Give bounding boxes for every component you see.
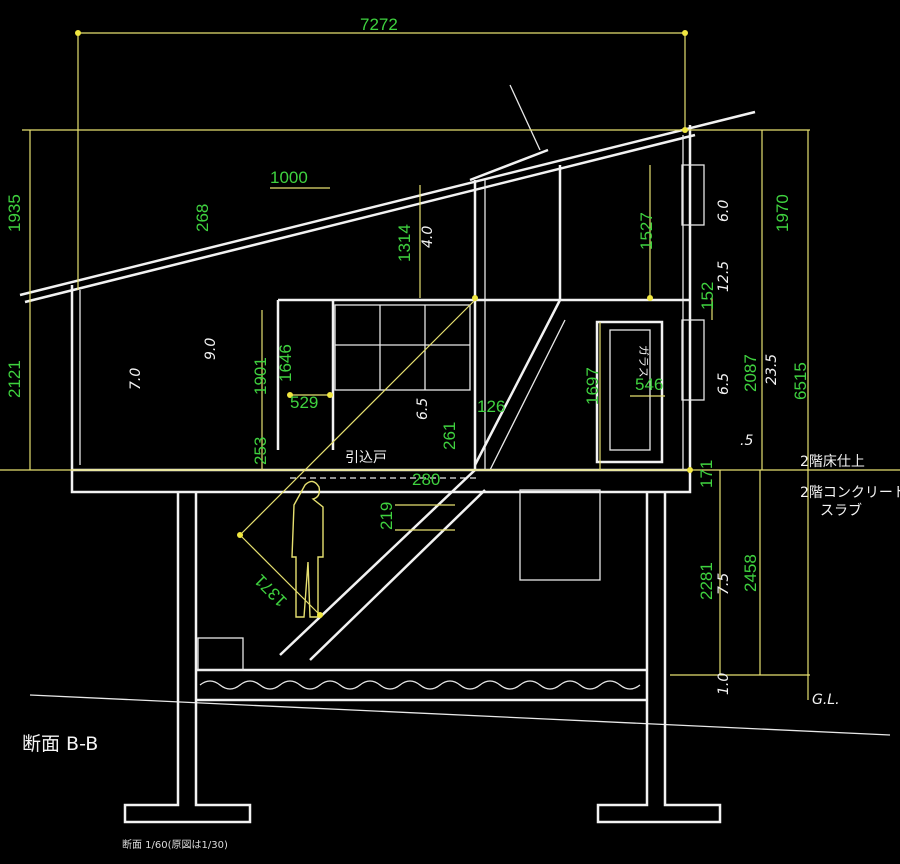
floor-slab bbox=[70, 470, 692, 494]
glass-note: ガラス bbox=[637, 345, 650, 378]
dim-label: 2458 bbox=[741, 554, 760, 592]
note: 7.0 bbox=[128, 368, 144, 390]
section-title: 断面 B-B bbox=[22, 733, 98, 755]
handwritten-notes: 7.0 9.0 4.0 6.5 6.0 12.5 6.5 23.5 .5 7.5… bbox=[128, 200, 840, 708]
note: 12.5 bbox=[716, 261, 732, 292]
dim-label: 1970 bbox=[773, 194, 792, 232]
note: 7.5 bbox=[716, 573, 732, 595]
floor-finish-label: 2階床仕上 bbox=[800, 454, 865, 470]
person-figure bbox=[291, 480, 324, 618]
dim-label: 1697 bbox=[583, 367, 602, 405]
dim-overall-width: 7272 bbox=[360, 15, 398, 34]
note: 9.0 bbox=[203, 338, 219, 360]
dim-label: 1646 bbox=[276, 344, 295, 382]
dim-label: 1901 bbox=[251, 357, 270, 395]
note: 6.5 bbox=[415, 398, 431, 420]
dim-label: 1371 bbox=[251, 570, 291, 610]
note: .5 bbox=[740, 433, 753, 449]
note: 23.5 bbox=[764, 354, 780, 385]
scale-caption: 断面 1/60(原図は1/30) bbox=[122, 838, 228, 851]
dim-label: 280 bbox=[412, 470, 440, 489]
walls bbox=[70, 125, 705, 472]
dim-label: 126 bbox=[477, 397, 505, 416]
concrete-slab-label-2: スラブ bbox=[820, 502, 862, 519]
basement bbox=[123, 489, 722, 824]
dim-label: 546 bbox=[635, 375, 663, 394]
dim-label: 261 bbox=[440, 422, 459, 450]
note: 6.0 bbox=[716, 200, 732, 222]
note: 4.0 bbox=[420, 226, 436, 248]
dim-label: 2121 bbox=[5, 360, 24, 398]
dim-label: 1314 bbox=[395, 224, 414, 262]
concrete-slab-label: 2階コンクリート bbox=[800, 485, 900, 501]
note: 6.5 bbox=[716, 373, 732, 395]
dim-label: 1935 bbox=[5, 194, 24, 232]
dim-label: 1527 bbox=[637, 212, 656, 250]
dim-label: 253 bbox=[251, 437, 270, 465]
sliding-door-note: 引込戸 bbox=[345, 450, 387, 466]
note: 1.0 bbox=[716, 673, 732, 695]
roof bbox=[19, 84, 756, 304]
dim-label: 2281 bbox=[697, 562, 716, 600]
dimension-labels: 7272 1935 2121 1000 268 1314 1527 1970 1… bbox=[5, 15, 810, 611]
dim-label: 6515 bbox=[791, 362, 810, 400]
dim-label: 1000 bbox=[270, 168, 308, 187]
dim-label: 268 bbox=[193, 204, 212, 232]
dim-label: 219 bbox=[377, 502, 396, 530]
dim-label: 529 bbox=[290, 393, 318, 412]
gl-label: G.L. bbox=[812, 692, 840, 708]
dim-label: 152 bbox=[698, 282, 717, 310]
dim-label: 171 bbox=[697, 460, 716, 488]
stair bbox=[279, 299, 566, 661]
dimension-lines bbox=[0, 30, 900, 700]
dim-label: 2087 bbox=[741, 354, 760, 392]
ground-line bbox=[29, 694, 891, 736]
